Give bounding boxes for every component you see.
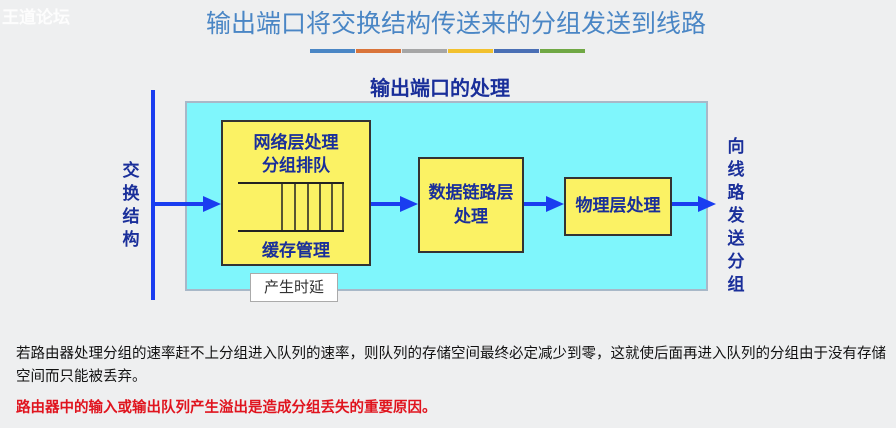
datalink-line1: 数据链路层 (428, 183, 514, 203)
arrow-out-head (698, 196, 716, 212)
datalink-line2: 处理 (454, 207, 488, 227)
arrow-in (155, 202, 205, 206)
arrow-out (670, 202, 700, 206)
network-line2: 分组排队 (262, 156, 330, 176)
network-line1: 网络层处理 (253, 133, 339, 153)
watermark: 王道论坛 (2, 8, 70, 28)
title-color-bar (356, 49, 401, 53)
physical-layer-box: 物理层处理 (564, 177, 672, 236)
highlight-text: 路由器中的输入或输出队列产生溢出是造成分组丢失的重要原因。 (16, 400, 437, 416)
network-layer-box: 网络层处理 分组排队 缓存管理 (221, 120, 371, 266)
switch-fabric-line (151, 90, 155, 300)
panel-title: 输出端口的处理 (370, 76, 510, 100)
arrow-in-head (203, 196, 221, 212)
title-color-bar (448, 49, 493, 53)
title-color-bar (494, 49, 539, 53)
network-line3: 缓存管理 (262, 241, 330, 261)
datalink-layer-box: 数据链路层 处理 (418, 157, 524, 253)
send-to-line-label: 向线路发送分组 (727, 137, 745, 295)
title-color-bar (540, 49, 585, 53)
arrow-1-head (400, 196, 418, 212)
arrow-1 (369, 202, 401, 206)
arrow-2-head (546, 196, 564, 212)
queue-icon (238, 182, 344, 232)
title-color-bar (310, 49, 355, 53)
switch-fabric-label: 交换结构 (122, 161, 140, 250)
explanation-text: 若路由器处理分组的速率赶不上分组进入队列的速率，则队列的存储空间最终必定减少到零… (16, 346, 886, 385)
slide-title: 输出端口将交换结构传送来的分组发送到线路 (205, 9, 706, 38)
delay-label: 产生时延 (250, 273, 338, 302)
title-color-bar (402, 49, 447, 53)
arrow-2 (522, 202, 548, 206)
